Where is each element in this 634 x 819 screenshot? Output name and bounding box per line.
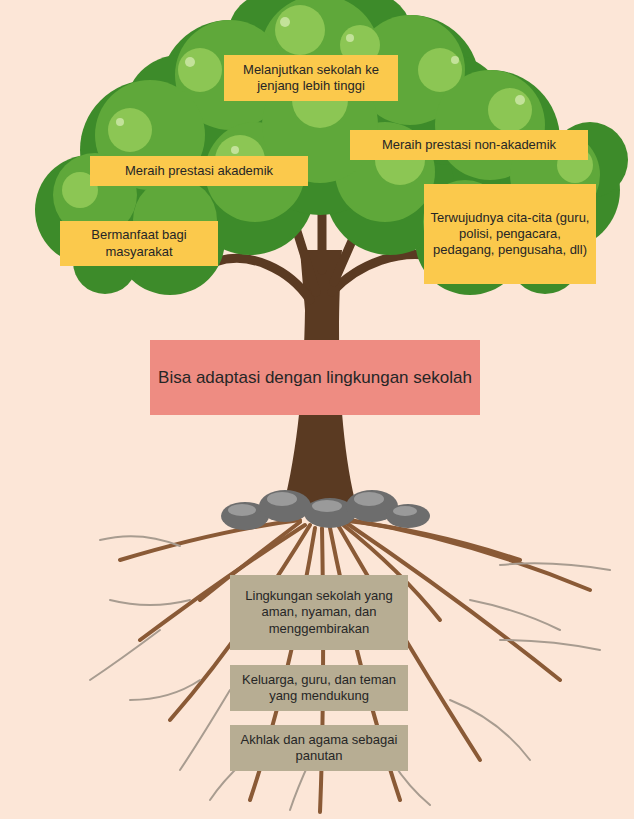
trunk-box: Bisa adaptasi dengan lingkungan sekolah [150, 340, 480, 415]
outcome-box: Meraih prestasi non-akademik [350, 130, 588, 160]
rocks-part-part [228, 504, 256, 516]
rocks-part-part [393, 506, 417, 516]
tree-roots-part-part [180, 690, 230, 770]
tree-roots-part-part [100, 536, 180, 546]
rocks-part-part [267, 492, 297, 506]
tree-leaf-dots-part [346, 34, 354, 42]
node-text: Akhlak dan agama sebagai panutan [236, 732, 402, 765]
outcome-box: Meraih prestasi akademik [90, 156, 308, 186]
rocks-part-part [386, 504, 430, 528]
tree-roots-part-part [470, 600, 560, 630]
tree-leaf-dots-part [451, 56, 459, 64]
tree-crown-light-part [108, 108, 152, 152]
tree-roots-part-part [110, 600, 190, 605]
tree-roots [90, 520, 610, 812]
tree-leaf-dots-part [231, 146, 239, 154]
node-text: Bisa adaptasi dengan lingkungan sekolah [158, 367, 472, 388]
root-box: Keluarga, guru, dan teman yang mendukung [230, 665, 408, 711]
tree-branches-part [296, 228, 316, 292]
tree-crown-light-part [418, 48, 462, 92]
outcome-box: Terwujudnya cita-cita (guru, polisi, pen… [424, 184, 596, 284]
node-text: Meraih prestasi akademik [125, 163, 273, 179]
rocks [221, 490, 430, 530]
node-text: Bermanfaat bagi masyarakat [66, 227, 212, 260]
node-text: Keluarga, guru, dan teman yang mendukung [236, 672, 402, 705]
rocks-part-part [312, 500, 342, 512]
tree-roots-part-part [500, 563, 610, 570]
rocks-part-part [259, 490, 311, 522]
tree-roots-part-part [500, 640, 600, 650]
tree-crown-light-part [275, 5, 325, 55]
root-box: Lingkungan sekolah yang aman, nyaman, da… [230, 575, 408, 650]
outcome-box: Bermanfaat bagi masyarakat [60, 221, 218, 266]
tree-roots-part-part [130, 680, 200, 700]
root-box: Akhlak dan agama sebagai panutan [230, 725, 408, 771]
tree-crown-light-part [178, 48, 222, 92]
node-text: Meraih prestasi non-akademik [382, 137, 556, 153]
tree-leaf-dots-part [116, 118, 124, 126]
tree-roots-part-part [120, 520, 300, 560]
tree-crown-dark [35, 0, 628, 295]
tree-roots-part-part [90, 630, 160, 680]
rocks-part [221, 490, 430, 530]
tree-crown-light-part [488, 88, 532, 132]
rocks-part-part [354, 492, 384, 506]
node-text: Lingkungan sekolah yang aman, nyaman, da… [236, 588, 402, 637]
tree-leaf-dots-part [185, 57, 195, 67]
tree-leaf-dots-part [280, 17, 290, 27]
outcome-box: Melanjutkan sekolah ke jenjang lebih tin… [224, 55, 398, 101]
tree-roots-part [90, 536, 610, 810]
tree-leaf-dots-part [515, 95, 525, 105]
tree-crown-light [62, 5, 593, 208]
rocks-part [228, 492, 417, 516]
tree-roots-part-part [450, 700, 530, 760]
node-text: Terwujudnya cita-cita (guru, polisi, pen… [430, 210, 590, 259]
node-text: Melanjutkan sekolah ke jenjang lebih tin… [230, 62, 392, 95]
tree-roots-part-part [340, 520, 520, 560]
tree-branches-part [215, 258, 310, 300]
